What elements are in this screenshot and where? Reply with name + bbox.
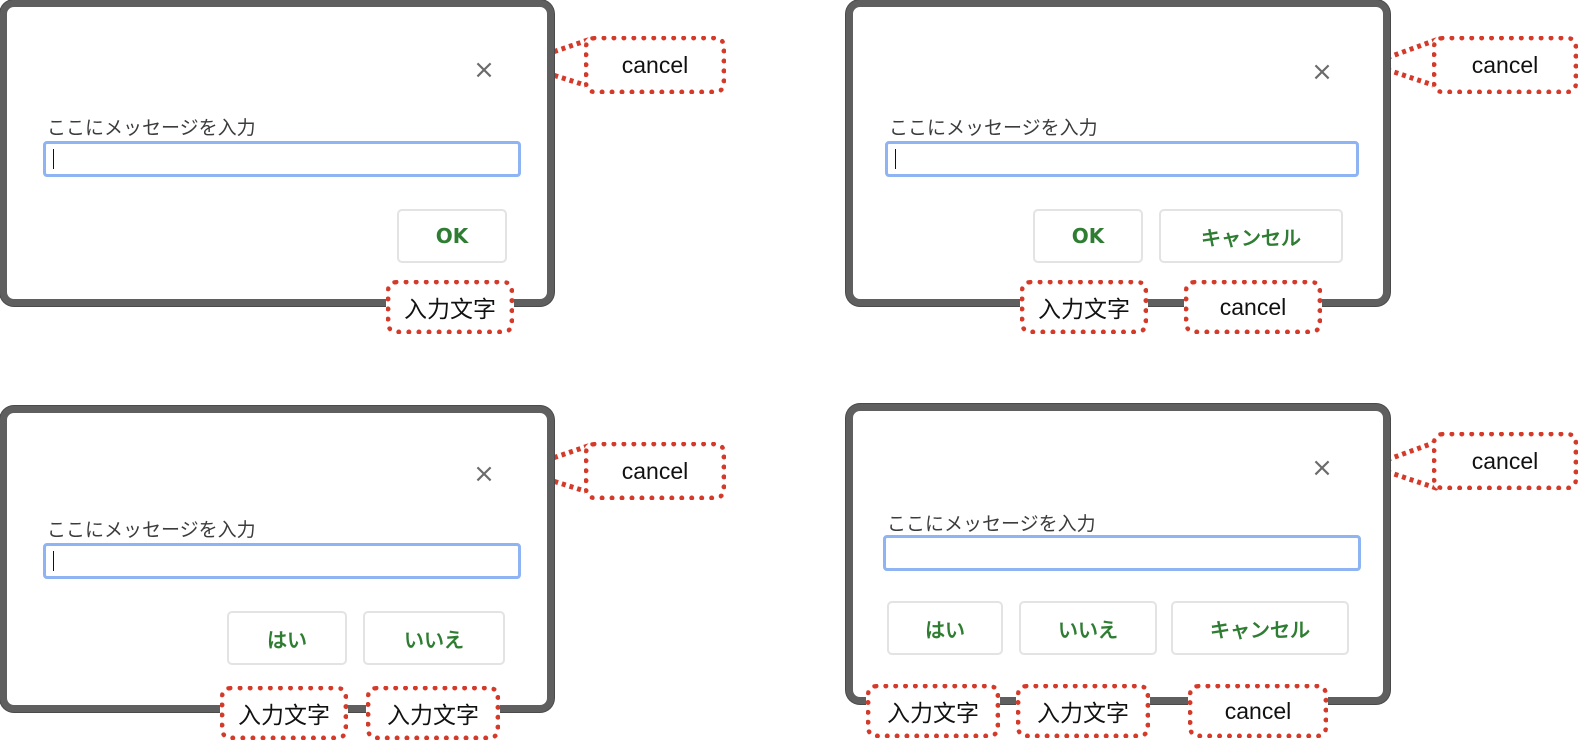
note-button-1: 入力文字 [1020, 280, 1148, 334]
close-icon[interactable]: × [1311, 57, 1333, 87]
text-caret [53, 551, 54, 571]
note-button-2: 入力文字 [366, 686, 500, 740]
prompt-dialog: × ここにメッセージを入力 はい いいえ [0, 406, 554, 712]
ok-button[interactable]: OK [397, 209, 507, 263]
prompt-dialog: × ここにメッセージを入力 OK [0, 0, 554, 306]
close-icon[interactable]: × [473, 459, 495, 489]
note-close: cancel [1432, 36, 1578, 94]
text-caret [895, 149, 896, 169]
no-button[interactable]: いいえ [1019, 601, 1157, 655]
note-close: cancel [1432, 432, 1578, 490]
note-button-3: cancel [1188, 684, 1328, 738]
cancel-button[interactable]: キャンセル [1159, 209, 1343, 263]
close-icon[interactable]: × [473, 55, 495, 85]
prompt-label: ここにメッセージを入力 [887, 513, 1096, 535]
close-icon[interactable]: × [1311, 453, 1333, 483]
prompt-label: ここにメッセージを入力 [889, 117, 1098, 139]
message-input[interactable] [43, 141, 521, 177]
prompt-label: ここにメッセージを入力 [47, 519, 256, 541]
prompt-dialog: × ここにメッセージを入力 はい いいえ キャンセル [846, 404, 1390, 704]
note-button-1: 入力文字 [866, 684, 1000, 738]
cancel-button[interactable]: キャンセル [1171, 601, 1349, 655]
note-close: cancel [584, 36, 726, 94]
message-input[interactable] [43, 543, 521, 579]
note-button-1: 入力文字 [386, 280, 514, 334]
yes-button[interactable]: はい [227, 611, 347, 665]
prompt-dialog: × ここにメッセージを入力 OK キャンセル [846, 0, 1390, 306]
ok-button[interactable]: OK [1033, 209, 1143, 263]
note-button-2: cancel [1184, 280, 1322, 334]
yes-button[interactable]: はい [887, 601, 1003, 655]
message-input[interactable] [883, 535, 1361, 571]
message-input[interactable] [885, 141, 1359, 177]
note-button-1: 入力文字 [220, 686, 348, 740]
no-button[interactable]: いいえ [363, 611, 505, 665]
note-button-2: 入力文字 [1016, 684, 1150, 738]
prompt-label: ここにメッセージを入力 [47, 117, 256, 139]
text-caret [53, 149, 54, 169]
note-close: cancel [584, 442, 726, 500]
